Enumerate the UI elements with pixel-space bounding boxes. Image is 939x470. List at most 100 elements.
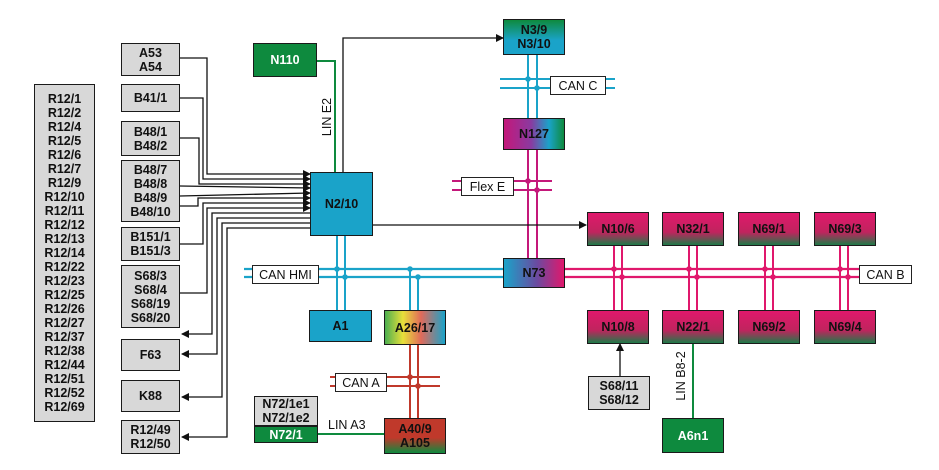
module-n69-1: N69/1 (738, 212, 800, 246)
module-label: N72/1 (269, 427, 303, 442)
sensor-label: R12/52 (44, 386, 85, 400)
sensor-group-a53: A53 A54 (121, 43, 180, 76)
sensor-label: R12/38 (44, 344, 85, 358)
module-label: A26/17 (394, 320, 436, 335)
sensor-label: S68/3 (134, 268, 167, 283)
sensor-group-b48a: B48/1 B48/2 (121, 121, 180, 156)
sensor-label: B48/10 (130, 205, 171, 219)
sensor-label: R12/44 (44, 358, 85, 372)
sensor-label: B48/8 (133, 177, 168, 191)
bus-label-can-b: CAN B (859, 265, 912, 284)
bus-label-can-a: CAN A (335, 373, 387, 392)
can-hmi-drops (334, 236, 421, 310)
module-label: A1 (332, 319, 349, 333)
module-n3-9: N3/9 N3/10 (503, 19, 565, 55)
module-a1: A1 (309, 310, 372, 342)
module-label: A105 (400, 436, 430, 450)
actuator-k88: K88 (121, 380, 180, 412)
sensor-label: N72/1e2 (262, 411, 310, 425)
module-label: N127 (519, 127, 549, 141)
sensor-label: B48/1 (133, 124, 168, 139)
module-label: N69/2 (752, 320, 786, 334)
sensor-label: K88 (139, 389, 162, 403)
module-n69-2: N69/2 (738, 310, 800, 344)
module-label: N110 (270, 53, 300, 67)
module-a40-9: A40/9 A105 (384, 418, 446, 454)
sensor-label: S68/19 (130, 296, 171, 311)
sensor-label: A53 (139, 45, 162, 60)
sensor-label: B48/9 (133, 191, 168, 205)
module-n127: N127 (503, 118, 565, 150)
sensor-label: B48/2 (133, 138, 168, 153)
sensor-label: B151/1 (130, 230, 171, 244)
module-n10-8: N10/8 (587, 310, 649, 344)
module-n32-1: N32/1 (662, 212, 724, 246)
bus-label-lin-a3: LIN A3 (328, 418, 366, 432)
module-n73: N73 (503, 258, 565, 288)
module-a26-17: A26/17 (384, 310, 446, 345)
sensor-label: R12/10 (44, 190, 85, 204)
sensor-label: S68/12 (599, 393, 639, 407)
sensor-label: R12/69 (44, 400, 85, 414)
module-label: N3/10 (517, 37, 551, 51)
module-n10-6: N10/6 (587, 212, 649, 246)
sensor-group-s68: S68/3 S68/4 S68/19 S68/20 (121, 265, 180, 328)
bus-label-lin-b8-2: LIN B8-2 (674, 351, 688, 401)
sensor-group-n72: N72/1e1 N72/1e2 (254, 396, 318, 426)
bus-label-flex-e: Flex E (461, 177, 514, 196)
module-label: N10/8 (601, 320, 635, 334)
sensor-label: R12/49 (130, 423, 171, 437)
sensor-label: R12/12 (44, 218, 85, 232)
sensor-label: R12/37 (44, 330, 85, 344)
sensor-label: S68/11 (599, 379, 639, 393)
module-label: N69/4 (828, 320, 862, 334)
can-b-drops (611, 246, 851, 310)
module-label: N2/10 (324, 197, 359, 211)
sensor-label: R12/1 (47, 92, 82, 106)
sensor-label: A54 (139, 59, 162, 74)
actuator-f63: F63 (121, 339, 180, 371)
module-label: A6n1 (677, 428, 709, 443)
sensor-label: R12/25 (44, 288, 85, 302)
sensor-group-b151: B151/1 B151/3 (121, 227, 180, 261)
module-label: N22/1 (676, 320, 710, 334)
module-label: N3/9 (520, 23, 548, 37)
module-n69-3: N69/3 (814, 212, 876, 246)
flex-e-bus (452, 150, 552, 258)
sensor-group-b41: B41/1 (121, 84, 180, 112)
sensor-label: R12/27 (44, 316, 85, 330)
module-label: N73 (522, 266, 546, 280)
module-label: N10/6 (601, 222, 635, 236)
sensor-label: R12/50 (130, 437, 171, 451)
sensor-group-s68-11: S68/11 S68/12 (588, 376, 650, 410)
sensor-label: N72/1e1 (262, 397, 310, 411)
module-label: A40/9 (398, 422, 432, 436)
sensor-label: R12/14 (44, 246, 85, 260)
sensor-label: R12/6 (47, 148, 82, 162)
sensor-label: B48/7 (133, 163, 168, 177)
sensor-group-b48b: B48/7 B48/8 B48/9 B48/10 (121, 160, 180, 222)
module-a6n1: A6n1 (662, 418, 724, 453)
sensor-label: R12/2 (47, 106, 82, 120)
module-n69-4: N69/4 (814, 310, 876, 344)
sensor-label: B151/3 (130, 244, 171, 258)
sensor-label: R12/11 (44, 204, 85, 218)
sensor-label: R12/5 (47, 134, 82, 148)
module-n72-1: N72/1 (254, 426, 318, 443)
sensor-label: F63 (139, 348, 162, 362)
module-label: N69/3 (828, 222, 862, 236)
bus-label-lin-e2: LIN E2 (320, 97, 334, 137)
module-n2-10: N2/10 (310, 172, 373, 236)
module-n110: N110 (253, 43, 317, 77)
module-label: N32/1 (676, 222, 710, 236)
sensor-label: R12/26 (44, 302, 85, 316)
actuator-r1249: R12/49 R12/50 (121, 420, 180, 454)
sensor-label: R12/13 (44, 232, 85, 246)
sensor-label: R12/7 (47, 162, 82, 176)
bus-label-can-c: CAN C (550, 76, 606, 95)
signal-arrows (179, 34, 624, 441)
lin-lines (317, 60, 694, 435)
